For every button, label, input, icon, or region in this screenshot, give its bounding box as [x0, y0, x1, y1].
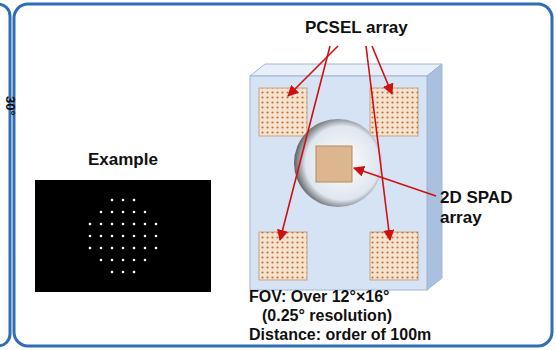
spec-text: (0.25° resolution) — [262, 307, 392, 325]
example-image — [35, 180, 211, 292]
part-label: 2D SPAD array — [440, 188, 536, 227]
leader-arrows — [280, 46, 436, 240]
spec-text: FOV: Over 12°×16° — [249, 288, 389, 306]
device-front — [250, 76, 427, 290]
spec-text: Distance: order of 100m — [249, 326, 431, 344]
angle-label: 30° — [2, 96, 17, 116]
example-dots — [89, 199, 158, 274]
pcsel-chips — [259, 88, 418, 280]
device-top — [250, 64, 442, 76]
panel-frame — [14, 4, 552, 346]
neighbor-panel — [0, 4, 10, 346]
part-label: PCSEL array — [305, 18, 408, 38]
spad-chip — [316, 146, 352, 182]
example-label: Example — [88, 150, 158, 170]
device-side — [427, 64, 442, 290]
